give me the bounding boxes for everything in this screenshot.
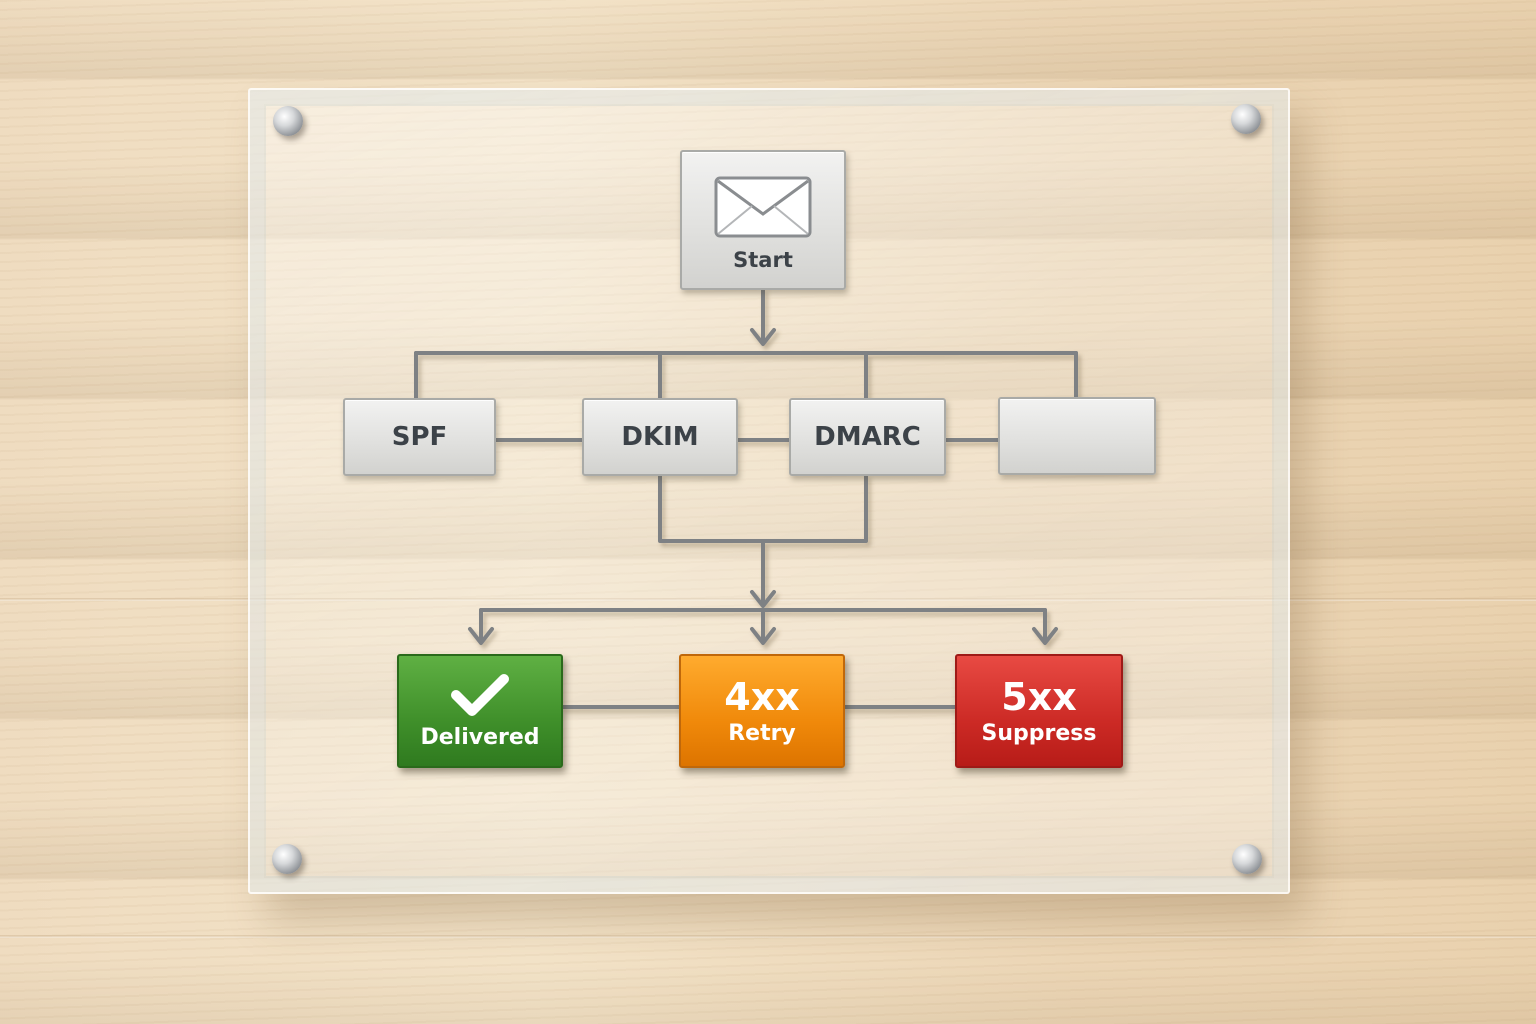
dkim-label: DKIM	[621, 422, 699, 452]
retry-node[interactable]: 4xx Retry	[679, 654, 845, 768]
delivered-node[interactable]: Delivered	[397, 654, 563, 768]
blank-check-node[interactable]	[998, 397, 1156, 475]
arrowhead-delivered	[468, 627, 494, 645]
spf-label: SPF	[391, 422, 448, 452]
connector-check-drops	[414, 351, 1078, 400]
start-node[interactable]: Start	[680, 150, 846, 290]
standoff-bolt-icon	[1231, 104, 1261, 134]
start-label: Start	[733, 248, 793, 272]
delivered-label: Delivered	[420, 724, 540, 750]
standoff-bolt-icon	[1232, 844, 1262, 874]
standoff-bolt-icon	[272, 844, 302, 874]
suppress-label: Suppress	[981, 720, 1097, 746]
envelope-icon	[714, 176, 812, 238]
retry-label: Retry	[728, 720, 796, 746]
retry-code: 4xx	[724, 674, 800, 719]
suppress-code: 5xx	[1001, 674, 1077, 719]
spf-node[interactable]: SPF	[343, 398, 496, 476]
dmarc-node[interactable]: DMARC	[789, 398, 946, 476]
connector-outcome-drops	[479, 608, 1047, 643]
standoff-bolt-icon	[273, 106, 303, 136]
suppress-node[interactable]: 5xx Suppress	[955, 654, 1123, 768]
connector-merge	[658, 474, 868, 606]
dmarc-label: DMARC	[814, 422, 921, 452]
wood-plank-seam	[0, 935, 1536, 938]
arrowhead-suppress	[1032, 627, 1058, 645]
dkim-node[interactable]: DKIM	[582, 398, 738, 476]
arrowhead-retry	[750, 627, 776, 645]
arrowhead-merge	[750, 590, 776, 608]
checkmark-icon	[451, 673, 509, 716]
arrowhead-start	[750, 328, 776, 346]
